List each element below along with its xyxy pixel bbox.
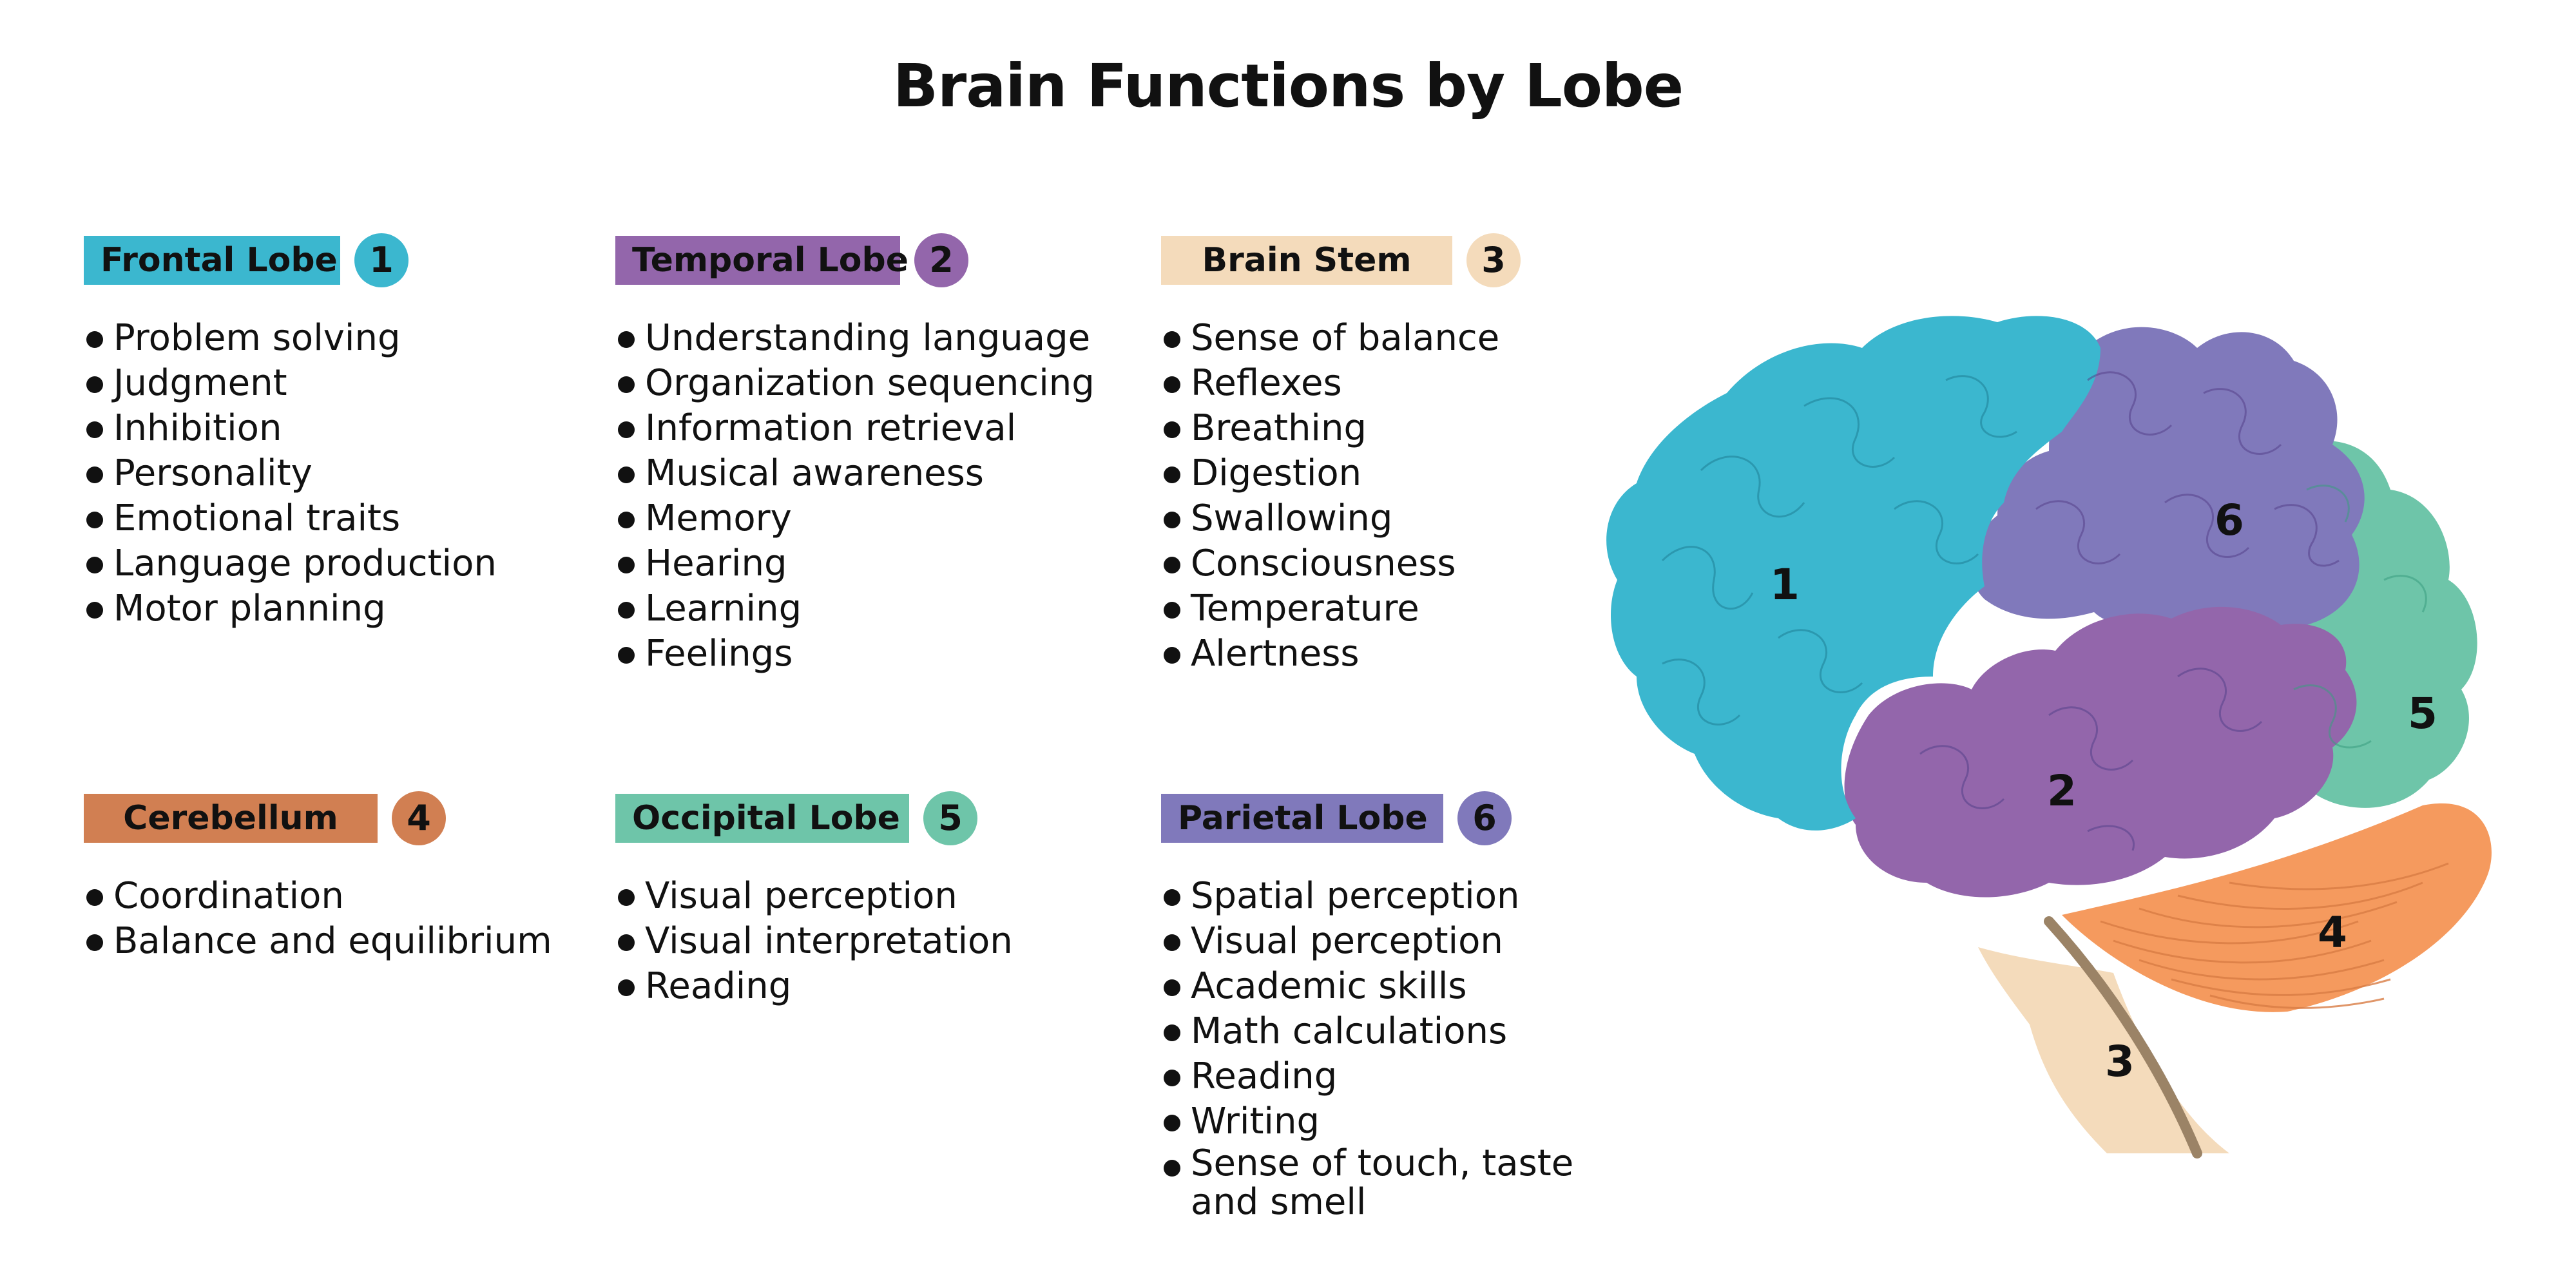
cerebellum-folds <box>2100 862 2449 1009</box>
function-item: Problem solving <box>84 316 497 361</box>
gyri-lines <box>2293 485 2427 749</box>
lobe-header: Brain Stem 3 <box>1161 233 1521 287</box>
gyri-lines <box>1661 375 2017 726</box>
lobe-section-parietal: Parietal Lobe 6 Spatial perception Visua… <box>1161 791 1603 1222</box>
brain-label-2: 2 <box>2047 766 2077 816</box>
lobe-name-tag: Brain Stem <box>1161 236 1452 285</box>
lobe-section-cerebellum: Cerebellum 4 Coordination Balance and eq… <box>84 791 552 964</box>
function-item: Reading <box>1161 1054 1603 1099</box>
brain-stem-region <box>1978 947 2229 1153</box>
function-item: Consciousness <box>1161 541 1521 586</box>
lobe-section-temporal: Temporal Lobe 2 Understanding language O… <box>615 233 1095 677</box>
function-item: Writing <box>1161 1099 1603 1144</box>
brain-label-3: 3 <box>2105 1037 2135 1086</box>
lobe-number-badge: 1 <box>354 233 409 287</box>
temporal-lobe-region <box>1844 606 2357 898</box>
function-item: Judgment <box>84 361 497 406</box>
lobe-number-badge: 5 <box>923 791 977 845</box>
page-title: Brain Functions by Lobe <box>892 52 1684 120</box>
lobe-section-brain-stem: Brain Stem 3 Sense of balance Reflexes B… <box>1161 233 1521 677</box>
function-item: Understanding language <box>615 316 1095 361</box>
function-list: Sense of balance Reflexes Breathing Dige… <box>1161 316 1521 677</box>
lobe-name-tag: Frontal Lobe <box>84 236 340 285</box>
brain-label-4: 4 <box>2318 908 2347 957</box>
function-item: Coordination <box>84 874 552 919</box>
function-item: Personality <box>84 451 497 496</box>
lobe-name-tag: Cerebellum <box>84 794 378 843</box>
lobe-header: Cerebellum 4 <box>84 791 552 845</box>
function-item: Sense of balance <box>1161 316 1521 361</box>
function-item: Information retrieval <box>615 406 1095 451</box>
function-item: Motor planning <box>84 586 497 631</box>
lobe-number-badge: 3 <box>1466 233 1521 287</box>
lobe-section-occipital: Occipital Lobe 5 Visual perception Visua… <box>615 791 1013 1009</box>
lobe-header: Frontal Lobe 1 <box>84 233 497 287</box>
gyri-lines <box>1919 371 2340 851</box>
brain-label-6: 6 <box>2215 495 2244 545</box>
function-list: Spatial perception Visual perception Aca… <box>1161 874 1603 1222</box>
lobe-name-tag: Parietal Lobe <box>1161 794 1443 843</box>
function-item: Language production <box>84 541 497 586</box>
function-item: Spatial perception <box>1161 874 1603 919</box>
lobe-name-tag: Occipital Lobe <box>615 794 909 843</box>
function-item: Hearing <box>615 541 1095 586</box>
function-list: Problem solving Judgment Inhibition Pers… <box>84 316 497 631</box>
brain-label-1: 1 <box>1770 560 1800 610</box>
function-item: Math calculations <box>1161 1009 1603 1054</box>
function-item: Reflexes <box>1161 361 1521 406</box>
lobe-header: Occipital Lobe 5 <box>615 791 1013 845</box>
lobe-number-badge: 4 <box>392 791 446 845</box>
function-item: Visual perception <box>615 874 1013 919</box>
function-item: Swallowing <box>1161 496 1521 541</box>
function-item: Organization sequencing <box>615 361 1095 406</box>
brain-stem-edge <box>2044 916 2202 1158</box>
function-item: Temperature <box>1161 586 1521 631</box>
function-item: Visual perception <box>1161 919 1603 964</box>
brain-label-5: 5 <box>2408 689 2437 738</box>
function-item: Digestion <box>1161 451 1521 496</box>
function-item: Feelings <box>615 631 1095 677</box>
function-item: Musical awareness <box>615 451 1095 496</box>
function-list: Visual perception Visual interpretation … <box>615 874 1013 1009</box>
lobe-number-badge: 6 <box>1457 791 1512 845</box>
function-item: Memory <box>615 496 1095 541</box>
function-item: Balance and equilibrium <box>84 919 552 964</box>
function-item: Breathing <box>1161 406 1521 451</box>
lobe-number-badge: 2 <box>914 233 968 287</box>
lobe-header: Temporal Lobe 2 <box>615 233 1095 287</box>
brain-illustration: 1 2 3 4 5 6 <box>1606 316 2492 1158</box>
function-item: Visual interpretation <box>615 919 1013 964</box>
frontal-lobe-region <box>1606 316 2100 831</box>
function-item: Sense of touch, taste and smell <box>1161 1144 1603 1222</box>
function-item: Alertness <box>1161 631 1521 677</box>
function-list: Understanding language Organization sequ… <box>615 316 1095 677</box>
function-item: Inhibition <box>84 406 497 451</box>
lobe-section-frontal: Frontal Lobe 1 Problem solving Judgment … <box>84 233 497 631</box>
function-item: Learning <box>615 586 1095 631</box>
lobe-name-tag: Temporal Lobe <box>615 236 908 285</box>
cerebellum-region <box>2062 803 2492 1012</box>
function-item: Academic skills <box>1161 964 1603 1009</box>
function-item: Emotional traits <box>84 496 497 541</box>
function-list: Coordination Balance and equilibrium <box>84 874 552 964</box>
function-item: Reading <box>615 964 1013 1009</box>
lobe-header: Parietal Lobe 6 <box>1161 791 1603 845</box>
